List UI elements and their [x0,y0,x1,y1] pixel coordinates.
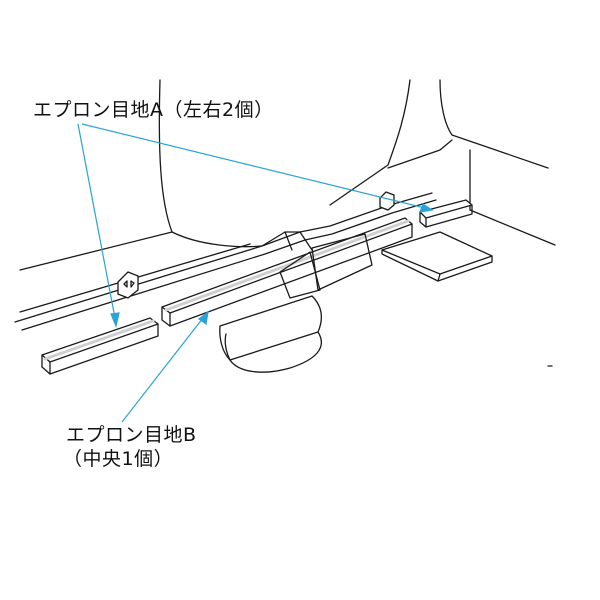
drain-cover [279,233,373,299]
label-joint-a: エプロン目地A（左右2個） [33,99,274,121]
apron-joint-a-left [41,317,159,375]
flat-panel [381,231,493,282]
label-joint-b-line1: エプロン目地B [66,424,197,446]
leader-a-left [77,123,116,319]
curved-block [219,295,323,373]
arrowhead-a-right [419,203,434,213]
leader-a-right [81,123,426,209]
label-joint-b-line2: （中央1個） [63,448,174,470]
wall-outline [19,79,556,271]
label-joint-b: エプロン目地B （中央1個） [63,423,197,471]
arrowhead-b [197,310,209,326]
leader-lines [77,123,434,423]
apron-joint-b-center [161,217,413,327]
leader-b [121,317,204,423]
apron-clip-left [117,271,139,299]
apron-clip-right [379,191,395,211]
arrowhead-a-left [110,312,120,328]
apron-joint-a-right [419,199,473,228]
apron-edge [14,192,437,331]
